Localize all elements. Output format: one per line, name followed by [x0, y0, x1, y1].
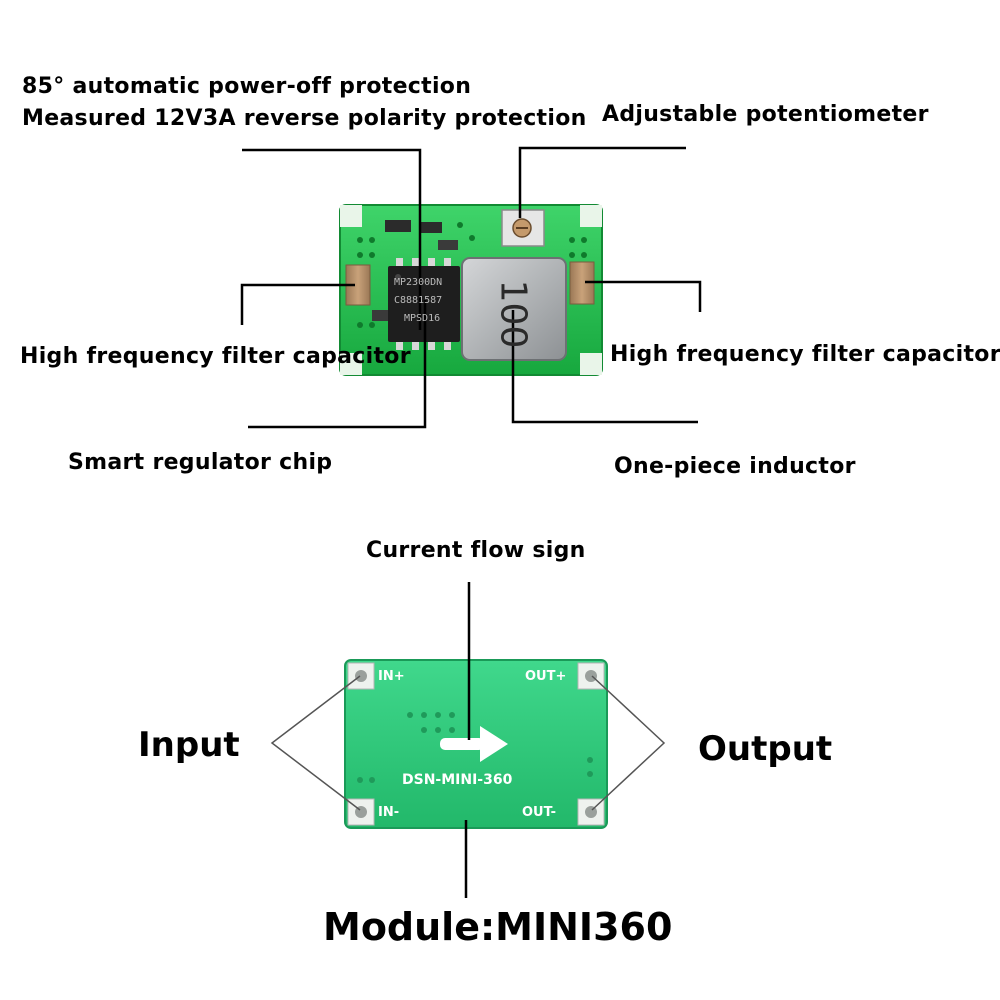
label-current-flow: Current flow sign [366, 538, 586, 563]
label-protection-line1: 85° automatic power-off protection [22, 74, 472, 99]
smd-resistor [438, 240, 458, 250]
corner-pad [580, 205, 602, 227]
pad-label-out-plus: OUT+ [525, 669, 567, 684]
label-regulator-chip: Smart regulator chip [68, 450, 333, 475]
label-output: Output [698, 729, 833, 769]
label-protection-line2: Measured 12V3A reverse polarity protecti… [22, 106, 587, 131]
leader-inductor [511, 310, 698, 424]
top-leader-lines [240, 146, 702, 429]
leader-potentiometer [518, 146, 686, 218]
inductor-marking: 100 [492, 279, 534, 349]
leader-capacitor-left [240, 283, 355, 325]
label-module: Module:MINI360 [323, 905, 673, 949]
leader-capacitor-right [585, 280, 702, 312]
chip-marking-3: MPSD16 [404, 313, 441, 324]
label-filter-capacitor-right: High frequency filter capacitor [610, 342, 1000, 367]
corner-pad [580, 353, 602, 375]
leader-protection [242, 148, 422, 330]
vias [357, 222, 587, 328]
leader-regulator-chip [248, 300, 427, 429]
smd-resistor [420, 222, 442, 233]
board-back [344, 659, 608, 829]
chip-marking-1: MP2300DN [394, 277, 443, 288]
back-vias [357, 712, 593, 783]
label-inductor: One-piece inductor [614, 454, 856, 479]
current-flow-arrow-icon [440, 726, 508, 762]
bottom-leader-lines [464, 582, 471, 898]
pad-label-in-plus: IN+ [378, 669, 405, 684]
smd-resistor [372, 310, 394, 321]
label-input: Input [138, 725, 240, 765]
label-filter-capacitor-left: High frequency filter capacitor [20, 344, 411, 369]
silkscreen-model: DSN-MINI-360 [402, 772, 513, 788]
pad-label-in-minus: IN- [378, 805, 400, 820]
io-leader-lines [270, 675, 666, 811]
label-potentiometer: Adjustable potentiometer [602, 102, 929, 127]
corner-pad [340, 205, 362, 227]
corner-pad [340, 353, 362, 375]
smd-resistor [385, 220, 411, 232]
potentiometer [501, 209, 545, 247]
leader-input [270, 675, 361, 811]
leader-output [591, 675, 666, 811]
pad-label-out-minus: OUT- [522, 805, 556, 820]
chip-marking-2: C8881587 [394, 295, 443, 306]
board-front [339, 204, 603, 376]
